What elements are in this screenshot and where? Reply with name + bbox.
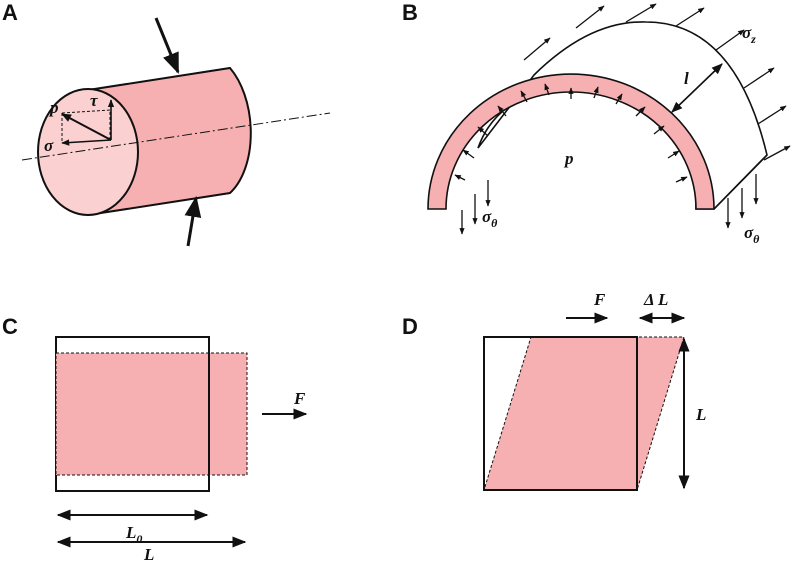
panel-a-letter: A — [2, 0, 18, 25]
panel-c: C F L0 L — [2, 314, 308, 563]
p-arrow — [61, 113, 112, 141]
label-p: p — [48, 98, 59, 117]
sigma-theta-arrows-right — [725, 174, 759, 229]
dashed-box-top-right — [61, 109, 111, 140]
cylinder-axis-line — [21, 112, 331, 161]
cylinder — [37, 66, 252, 217]
label-delta-l: Δ L — [643, 290, 668, 309]
sigma-arrow — [61, 139, 112, 146]
stretched-rectangle — [55, 352, 248, 476]
panel-b-letter: B — [402, 0, 418, 25]
panel-d-letter: D — [402, 314, 418, 339]
sigma-theta-arrows-left — [459, 180, 491, 235]
label-f-shear: F — [593, 290, 606, 309]
length-l-dimension — [671, 63, 723, 113]
sheared-parallelogram — [483, 336, 685, 491]
stress-decomposition — [61, 99, 115, 146]
original-square — [483, 336, 638, 491]
force-arrow-bottom — [184, 195, 202, 247]
shell-outer-surface — [477, 21, 768, 210]
force-arrow-top — [154, 17, 180, 74]
label-sigma-theta-right: σθ — [744, 223, 760, 246]
shell-right-edge — [713, 154, 768, 210]
label-sigma-z: σz — [742, 23, 756, 46]
panel-b: B — [402, 0, 791, 246]
label-tau: τ — [90, 91, 98, 110]
label-f: F — [293, 389, 306, 408]
label-p-pressure: p — [563, 149, 574, 168]
panel-d: D F Δ L L — [402, 290, 706, 491]
panel-c-letter: C — [2, 314, 18, 339]
sigma-z-arrows — [523, 3, 791, 161]
label-l: l — [684, 69, 689, 88]
internal-pressure-arrows — [454, 83, 688, 183]
label-sigma: σ — [44, 136, 54, 155]
label-sigma-theta-left: σθ — [482, 207, 498, 230]
label-l-vertical: L — [695, 405, 706, 424]
label-l: L — [143, 545, 154, 563]
panel-a: A p τ σ — [2, 0, 331, 247]
